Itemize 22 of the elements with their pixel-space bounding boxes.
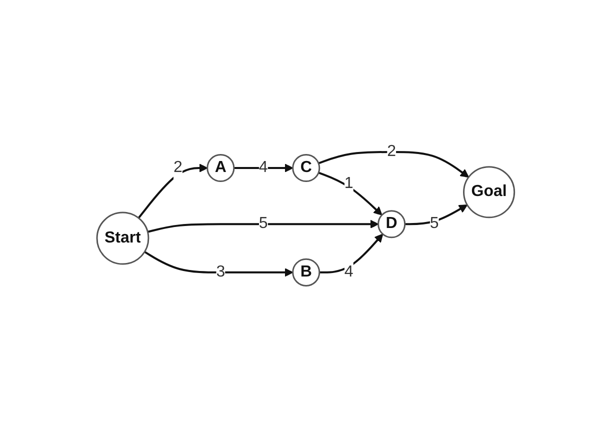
node-circle: A [206, 154, 234, 182]
edge-label: 5 [258, 215, 268, 232]
edge-label: 2 [173, 159, 182, 176]
node-circle: Start [96, 212, 150, 265]
edge-label: 3 [216, 264, 225, 281]
edge-label: 5 [430, 215, 439, 232]
arrow [147, 220, 379, 233]
edge-label: 4 [258, 159, 268, 176]
edge-label: 1 [344, 175, 354, 192]
arrow [318, 151, 469, 178]
node-circle: Goal [462, 166, 515, 218]
arrow [144, 251, 294, 277]
node-circle: D [377, 210, 406, 238]
arrow [138, 164, 208, 219]
arrow [404, 204, 468, 226]
arrow [318, 172, 382, 216]
edge-label: 4 [344, 264, 354, 281]
node-circle: C [292, 154, 320, 182]
node-circle: B [292, 258, 320, 287]
edge-label: 2 [386, 143, 396, 160]
arrow [234, 164, 294, 173]
arrow [319, 234, 383, 274]
